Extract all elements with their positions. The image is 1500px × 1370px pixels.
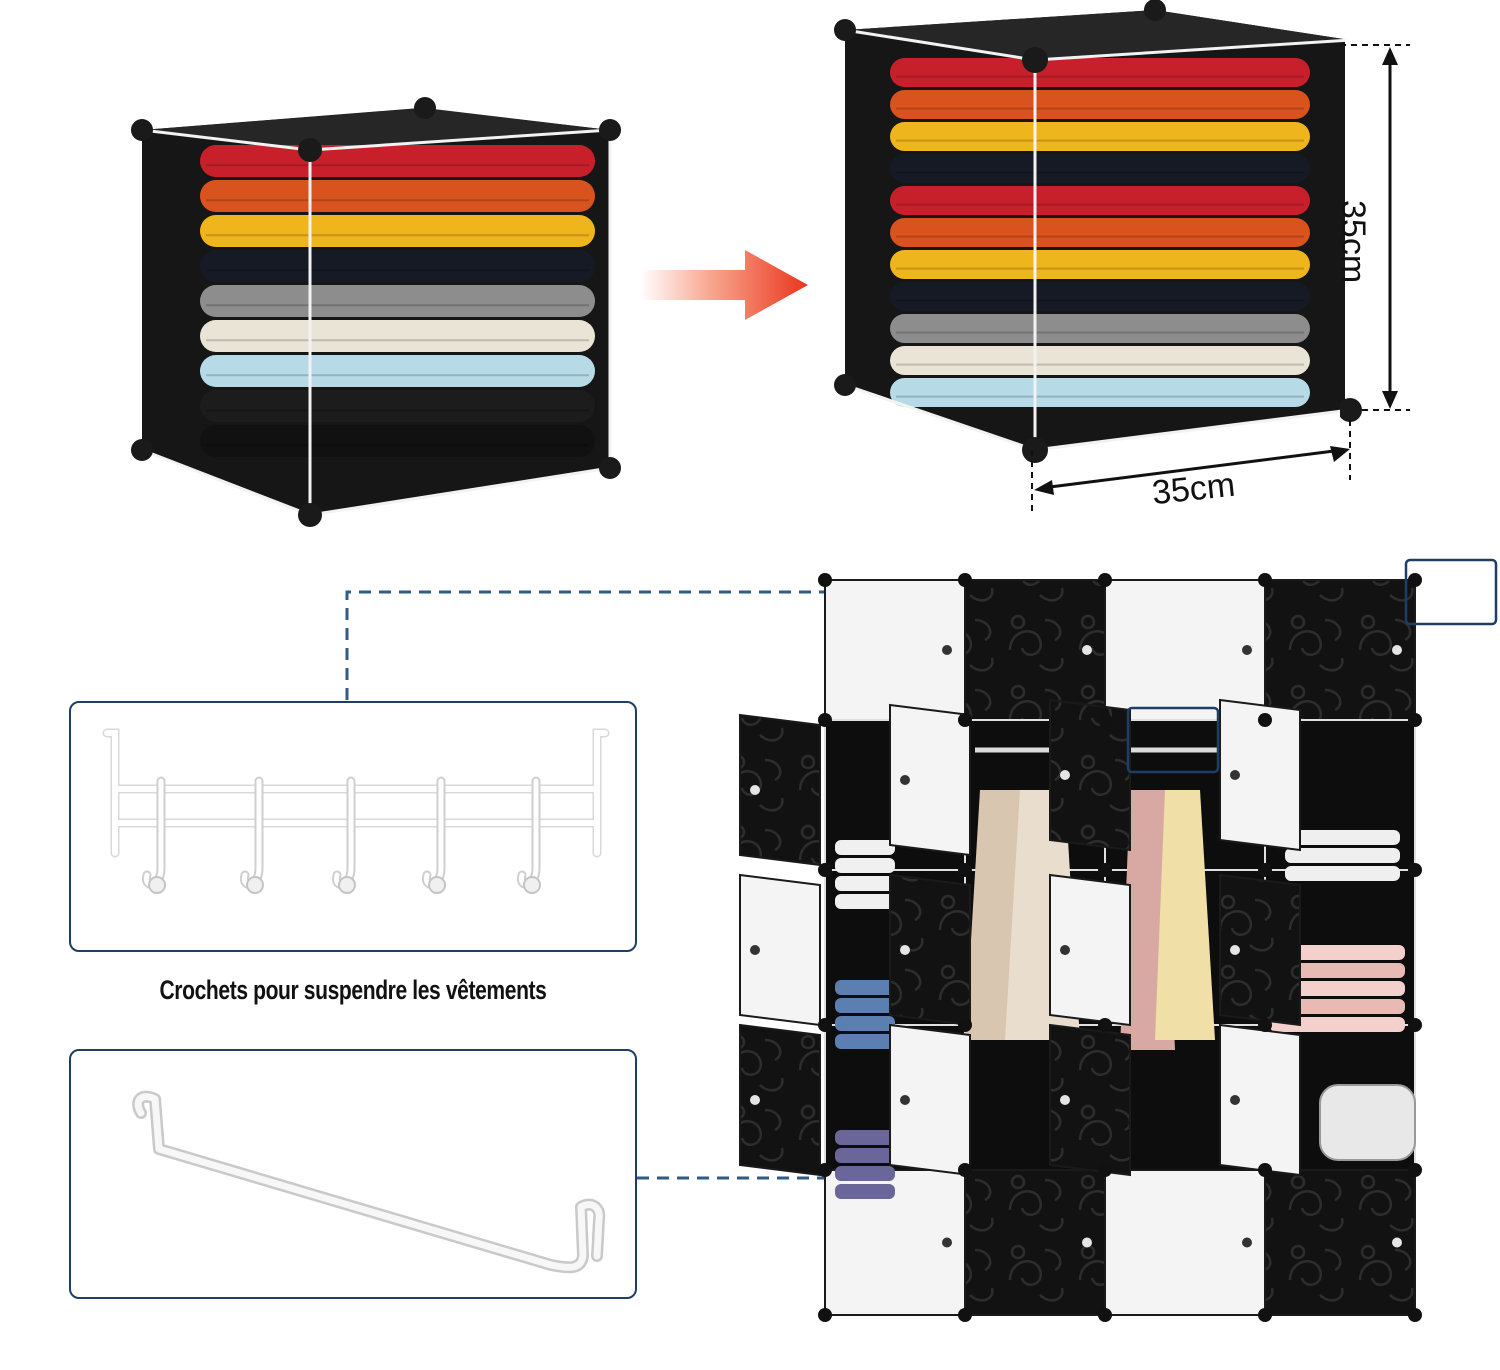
height-label: 35cm: [1334, 200, 1372, 284]
cube-before: [120, 90, 640, 530]
cube-door: [1104, 579, 1266, 721]
hanging-rod-icon: [132, 1090, 606, 1274]
folded-garment: [890, 346, 1310, 375]
cube-door: [1104, 1169, 1266, 1316]
folded-garment: [890, 122, 1310, 151]
folded-garment: [200, 250, 595, 282]
hooks-caption: Crochets pour suspendre les vêtements: [159, 975, 547, 1005]
width-dimension: [1020, 420, 1360, 520]
folded-garment: [890, 250, 1310, 279]
folded-garment: [200, 425, 595, 457]
open-door: [1049, 873, 1131, 1027]
folded-garment: [890, 218, 1310, 247]
folded-garment: [890, 58, 1310, 87]
folded-garment: [200, 320, 595, 352]
folded-garment: [200, 355, 595, 387]
open-door: [1219, 1023, 1301, 1177]
folded-garment: [890, 186, 1310, 215]
folded-garment: [890, 314, 1310, 343]
cube-door: [824, 579, 966, 721]
open-door: [889, 1023, 971, 1177]
hook-rack-box: [69, 701, 637, 952]
open-door: [1049, 698, 1131, 852]
folded-garment: [890, 90, 1310, 119]
open-door: [1219, 873, 1301, 1027]
height-dimension: [1340, 35, 1440, 425]
hook-rack-icon: [102, 728, 610, 894]
open-door: [739, 1023, 821, 1177]
hanging-rod-box: [69, 1049, 637, 1299]
arrow-right-icon: [640, 245, 810, 325]
folded-garment: [890, 282, 1310, 311]
open-door: [889, 703, 971, 857]
folded-garment: [200, 145, 595, 177]
cube-door: [1264, 579, 1416, 721]
folded-garment: [200, 215, 595, 247]
wardrobe: [720, 540, 1500, 1370]
folded-garment: [200, 390, 595, 422]
cube-door: [1264, 1169, 1416, 1316]
open-door: [739, 713, 821, 867]
folded-garment: [890, 154, 1310, 183]
folded-garment: [200, 180, 595, 212]
open-door: [1219, 698, 1301, 852]
folded-garment: [890, 378, 1310, 407]
cube-after: [825, 0, 1345, 470]
folded-garment: [200, 285, 595, 317]
